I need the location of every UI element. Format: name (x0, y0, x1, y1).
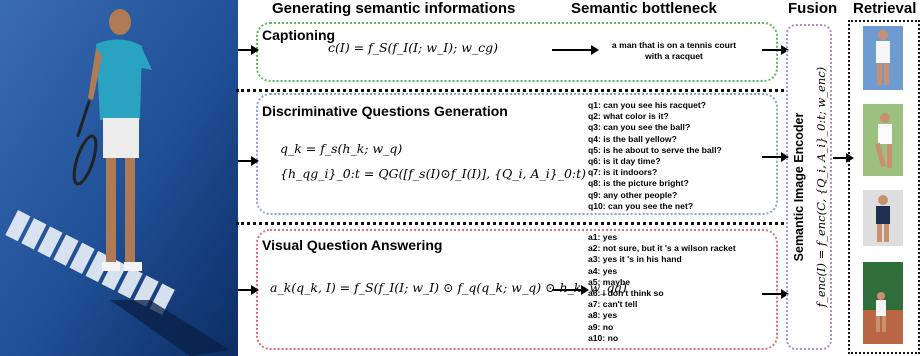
question-item: q4: is the ball yellow? (588, 133, 677, 144)
arrow-icon (238, 156, 259, 166)
retrieval-image-2 (863, 104, 903, 176)
question-item: q5: is he about to serve the ball? (588, 144, 722, 155)
arrow-icon (833, 153, 854, 163)
answer-item: a8: yes (588, 310, 618, 321)
header-retrieval: Retrieval (853, 0, 917, 17)
question-item: q1: can you see his racquet? (588, 100, 706, 110)
caption-output-line: a man that is on a tennis court (611, 40, 737, 50)
fusion-label: Semantic Image Encoder (792, 112, 806, 262)
questions-box (256, 93, 778, 215)
arrow-icon (238, 45, 259, 55)
retrieval-image-1 (863, 26, 903, 90)
question-item: q10: can you see the net? (588, 200, 694, 211)
answer-item: a5: maybe (588, 276, 631, 287)
question-item: q9: any other people? (588, 189, 678, 200)
arrow-icon (762, 152, 789, 162)
vqa-formula: a_k(q_k, I) = f_S(f_I(I; w_I) ⊙ f_q(q_k;… (270, 280, 627, 295)
captioning-title: Captioning (262, 27, 336, 43)
question-item: q8: is the picture bright? (588, 178, 689, 189)
arrow-icon (762, 289, 789, 299)
answer-item: a2: not sure, but it 's a wilson racket (588, 243, 736, 254)
answer-item: a10: no (588, 332, 619, 343)
header-fusion: Fusion (788, 0, 838, 17)
answer-item: a9: no (588, 321, 614, 332)
question-item: q7: is it indoors? (588, 167, 658, 178)
arrow-icon (552, 285, 589, 295)
fusion-box (786, 24, 832, 350)
caption-output: a man that is on a tennis court with a r… (604, 40, 744, 62)
fusion-formula: f_enc(I) = f_enc(C, {Q_i, A_i}_0:t; w_en… (814, 66, 828, 308)
arrow-icon (762, 45, 789, 55)
vqa-title: Visual Question Answering (262, 237, 443, 253)
arrow-icon (552, 45, 599, 55)
questions-title: Discriminative Questions Generation (262, 103, 508, 119)
answers-list: a1: yes a2: not sure, but it 's a wilson… (588, 232, 736, 344)
header-bottleneck: Semantic bottleneck (571, 0, 717, 17)
answer-item: a4: yes (588, 265, 618, 276)
captioning-formula: c(I) = f_S(f_I(I; w_I); w_cg) (328, 40, 499, 55)
questions-formula-2: {h_qg_i}_0:t = QG([f_s(I)⊙f_I(I)], {Q_i,… (280, 166, 587, 181)
question-item: q6: is it day time? (588, 156, 661, 167)
separator-line (236, 89, 784, 92)
retrieval-image-3 (863, 190, 903, 246)
header-generating: Generating semantic informations (272, 0, 516, 17)
fusion-content: Semantic Image Encoder f_enc(I) = f_enc(… (786, 24, 832, 350)
tennis-player (72, 9, 152, 271)
questions-formula-1: q_k = f_s(h_k; w_q) (280, 141, 403, 156)
questions-list: q1: can you see his racquet? q2: what co… (588, 100, 722, 212)
query-image (0, 0, 238, 356)
retrieval-panel (848, 20, 920, 354)
answer-item: a3: yes it 's in his hand (588, 254, 682, 265)
answer-item: a1: yes (588, 232, 618, 242)
arrow-icon (238, 285, 259, 295)
separator-line (236, 222, 784, 225)
retrieval-image-4 (863, 262, 903, 344)
question-item: q3: can you see the ball? (588, 122, 691, 133)
question-item: q2: what color is it? (588, 111, 669, 122)
answer-item: a7: can't tell (588, 299, 638, 310)
caption-output-line: with a racquet (645, 51, 703, 62)
answer-item: a6: i don't think so (588, 288, 664, 299)
